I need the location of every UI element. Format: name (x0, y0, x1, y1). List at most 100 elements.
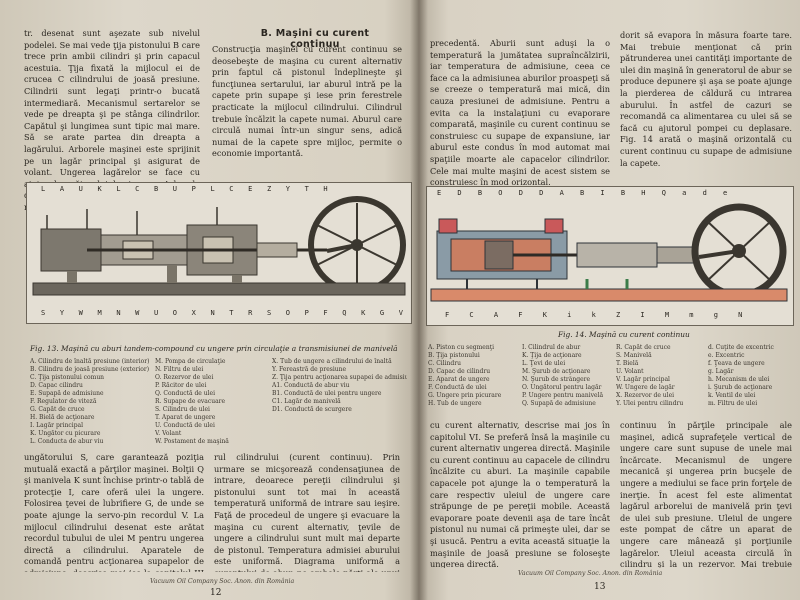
legend-entry: Y. Ulei pentru cilindru (616, 400, 684, 407)
figure-14-legend-col-1: A. Piston cu segmenţi B. Ţija pistonului… (428, 344, 520, 408)
legend-entry: I. Cilindrul de abur (522, 344, 581, 351)
right-top-column-1: precedentă. Aburii sunt aduşi la o tempe… (430, 38, 610, 188)
legend-entry: O. Rezervor de ulei (155, 374, 214, 381)
legend-entry: U. Conductă de ulei (155, 422, 215, 429)
figure-14-bottom-labels: F C A F K i k Z I M m g N (445, 311, 751, 319)
figure-13: L A U K L C B U P L C E Z Y T H (26, 182, 412, 324)
figure-14-legend-col-4: d. Cuţite de excentric e. Excentric f. Ţ… (708, 344, 794, 408)
legend-entry: O. Ungătorul pentru lagăr (522, 384, 602, 391)
legend-entry: E. Supapă de admisiune (30, 390, 104, 397)
left-page: tr. desenat sunt aşezate sub nivelul pod… (0, 0, 418, 600)
legend-entry: D. Capac de cilindru (428, 368, 491, 375)
figure-13-top-labels: L A U K L C B U P L C E Z Y T H (41, 185, 333, 193)
legend-entry: R. Supape de evacuare (155, 398, 226, 405)
left-bottom-column-2: rul cilindrului (curent continuu). Prin … (214, 452, 400, 572)
legend-entry: W. Postament de maşină (155, 438, 229, 445)
legend-entry: C. Ţija pistonului comun (30, 374, 105, 381)
figure-14-drawing (430, 203, 788, 302)
left-page-number: 12 (210, 588, 222, 598)
legend-entry: K. Ungător cu picurare (30, 430, 101, 437)
legend-entry: M. Şurub de acţionare (522, 368, 591, 375)
legend-entry: S. Cilindru de ulei (155, 406, 210, 413)
legend-entry: L. Conducta de abur viu (30, 438, 104, 445)
left-bottom-text-b: rul cilindrului (curent continuu). Prin … (214, 452, 400, 572)
figure-13-legend-col-3: X. Tub de ungere a cilindrului de înaltă… (272, 358, 407, 414)
legend-entry: N. Şurub de strângere (522, 376, 591, 383)
left-bottom-text-a: ungătorului S, care garantează poziţia m… (24, 452, 204, 572)
legend-entry: G. Capăt de cruce (30, 406, 85, 413)
figure-13-bottom-labels: S Y W M N W U O X N T R S O P F Q K G V … (41, 309, 412, 317)
legend-entry: T. Aparat de ungere (155, 414, 216, 421)
right-top-column-2: dorit să evapora în măsura foarte tare. … (620, 30, 792, 190)
right-footer: Vacuum Oil Company Soc. Anon. din Români… (518, 570, 663, 577)
right-page-number: 13 (594, 582, 606, 592)
legend-entry: k. Ventil de ulei (708, 392, 756, 399)
left-heading-column: Construcţia maşinei cu curent continuu s… (212, 44, 402, 216)
right-bottom-column-1: cu curent alternativ, descrise mai jos î… (430, 420, 610, 568)
left-bottom-column-1: ungătorului S, care garantează poziţia m… (24, 452, 204, 572)
legend-entry: E. Aparat de ungere (428, 376, 490, 383)
legend-entry: D1. Conductă de scurgere (272, 406, 352, 413)
legend-entry: H. Bielă de acţionare (30, 414, 95, 421)
right-top-text-a: precedentă. Aburii sunt aduşi la o tempe… (430, 38, 610, 188)
legend-entry: P. Răcitor de ulei (155, 382, 207, 389)
legend-entry: W. Ungere de lagăr (616, 384, 675, 391)
figure-14-legend-col-3: R. Capăt de cruce S. Manivelă T. Bielă U… (616, 344, 704, 408)
legend-entry: B. Cilindru de joasă presiune (exterior) (30, 366, 150, 373)
figure-14-top-labels: E D B O D D A B I B H Q a d e (437, 189, 734, 197)
legend-entry: I. Lagăr principal (30, 422, 84, 429)
legend-entry: T. Bielă (616, 360, 639, 367)
figure-14: E D B O D D A B I B H Q a d e (426, 186, 794, 326)
right-bottom-text-b: continuu în părţile principale ale maşin… (620, 420, 792, 568)
figure-14-caption: Fig. 14. Maşină cu curent continuu (558, 330, 690, 339)
legend-entry: X. Rezervor de ulei (616, 392, 675, 399)
legend-entry: i. Şurub de acţionare (708, 384, 773, 391)
legend-entry: P. Ungere pentru manivelă (522, 392, 604, 399)
legend-entry: N. Filtru de ulei (155, 366, 204, 373)
legend-entry: G. Ungere prin picurare (428, 392, 502, 399)
legend-entry: m. Filtru de ulei (708, 400, 758, 407)
legend-entry: C. Cilindru (428, 360, 461, 367)
legend-entry: Q. Conductă de ulei (155, 390, 216, 397)
legend-entry: h. Mecanism de ulei (708, 376, 770, 383)
right-top-text-b: dorit să evapora în măsura foarte tare. … (620, 30, 792, 168)
figure-13-caption: Fig. 13. Maşină cu aburi tandem-compound… (30, 344, 398, 353)
figure-13-drawing (32, 196, 406, 296)
legend-entry: g. Lagăr (708, 368, 734, 375)
legend-entry: f. Ţeava de ungere (708, 360, 765, 367)
section-heading: B. Maşini cu curent continuu (260, 28, 370, 50)
legend-entry: B. Ţija pistonului (428, 352, 480, 359)
legend-entry: F. Conductă de ulei (428, 384, 487, 391)
legend-entry: A1. Conductă de abur viu (272, 382, 350, 389)
legend-entry: A. Piston cu segmenţi (428, 344, 495, 351)
legend-entry: A. Cilindru de înaltă presiune (interior… (30, 358, 150, 365)
legend-entry: Q. Supapă de admisiune (522, 400, 596, 407)
legend-entry: R. Capăt de cruce (616, 344, 671, 351)
legend-entry: d. Cuţite de excentric (708, 344, 774, 351)
right-bottom-column-2: continuu în părţile principale ale maşin… (620, 420, 792, 568)
right-bottom-text-a: cu curent alternativ, descrise mai jos î… (430, 420, 610, 568)
legend-entry: M. Pompa de circulaţie (155, 358, 226, 365)
legend-entry: C1. Lagăr de manivelă (272, 398, 341, 405)
legend-entry: H. Tub de ungere (428, 400, 482, 407)
legend-entry: B1. Conductă de ulei pentru ungere (272, 390, 382, 397)
legend-entry: Y. Fereastră de presiune (272, 366, 347, 373)
left-footer: Vacuum Oil Company Soc. Anon. din Români… (150, 578, 295, 585)
legend-entry: K. Ţija de acţionare (522, 352, 582, 359)
legend-entry: V. Lagăr principal (616, 376, 670, 383)
figure-13-legend-col-1: A. Cilindru de înaltă presiune (interior… (30, 358, 150, 446)
legend-entry: U. Volant (616, 368, 644, 375)
legend-entry: e. Excentric (708, 352, 745, 359)
legend-entry: Z. Ţija pentru acţionarea supapei de adm… (272, 374, 407, 381)
book-gutter (410, 0, 428, 600)
figure-13-legend-col-2: M. Pompa de circulaţie N. Filtru de ulei… (155, 358, 265, 446)
legend-entry: D. Capac cilindru (30, 382, 83, 389)
legend-entry: F. Regulator de viteză (30, 398, 97, 405)
legend-entry: L. Ţevi de ulei (522, 360, 566, 367)
right-page: precedentă. Aburii sunt aduşi la o tempe… (418, 0, 800, 600)
legend-entry: X. Tub de ungere a cilindrului de înaltă (272, 358, 392, 365)
legend-entry: S. Manivelă (616, 352, 652, 359)
left-heading-text: Construcţia maşinei cu curent continuu s… (212, 44, 402, 159)
legend-entry: V. Volant (155, 430, 182, 437)
